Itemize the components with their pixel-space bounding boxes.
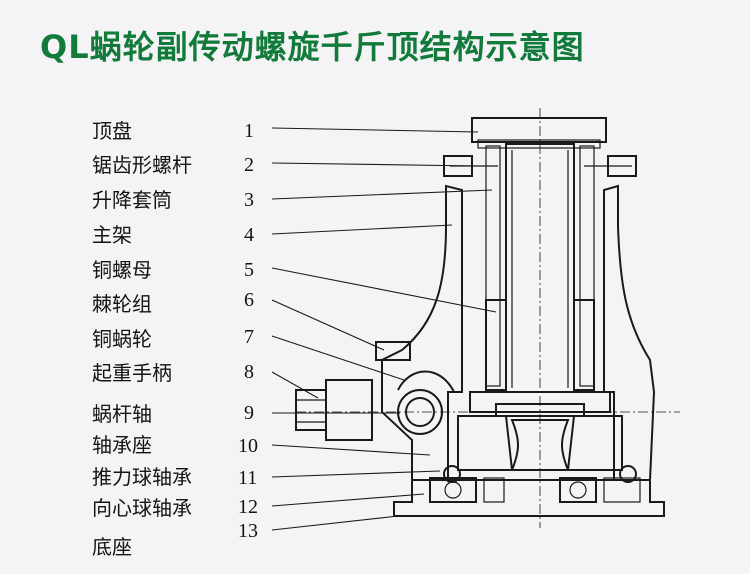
part-label-11: 推力球轴承 (92, 465, 192, 489)
leader-line-11 (271, 470, 441, 478)
base-plate (393, 479, 665, 517)
page-title: QL蜗轮副传动螺旋千斤顶结构示意图 (40, 28, 585, 66)
leader-line-2 (271, 162, 479, 167)
part-number-9: 9 (244, 402, 254, 424)
part-label-10: 轴承座 (92, 433, 152, 457)
copper-nut-left (485, 299, 507, 391)
part-number-8: 8 (244, 361, 254, 383)
radial-bearing-spacer-left (483, 477, 505, 503)
part-number-13: 13 (238, 520, 258, 542)
worm-housing-arc (397, 370, 455, 393)
lifting-handle (295, 389, 327, 431)
thrust-ball-right (619, 465, 637, 483)
leader-line-4 (271, 224, 453, 235)
leader-line-10 (271, 444, 431, 456)
worm-wheel-hub (495, 403, 585, 417)
leader-line-12 (271, 493, 425, 507)
leader-line-3 (271, 189, 493, 200)
part-label-1: 顶盘 (92, 119, 132, 143)
part-label-7: 铜蜗轮 (92, 327, 152, 351)
leader-line-13 (271, 515, 399, 531)
part-number-2: 2 (244, 154, 254, 176)
part-number-1: 1 (244, 120, 254, 142)
part-number-12: 12 (238, 496, 258, 518)
jack-drawing (295, 108, 680, 528)
part-number-6: 6 (244, 289, 254, 311)
part-number-3: 3 (244, 189, 254, 211)
center-spindle (510, 419, 570, 471)
ratchet-group (375, 341, 411, 361)
part-label-8: 起重手柄 (92, 361, 172, 385)
leader-line-1 (271, 127, 479, 133)
main-frame-right (603, 184, 656, 481)
radial-bearing-left (429, 477, 477, 503)
part-label-4: 主架 (92, 223, 132, 247)
copper-worm-wheel (469, 391, 611, 413)
part-label-3: 升降套筒 (92, 188, 172, 212)
radial-ball-right (569, 481, 587, 499)
part-label-13: 底座 (92, 535, 132, 559)
part-number-11: 11 (238, 467, 257, 489)
worm-shaft-outer (397, 389, 443, 435)
top-plate-flange (477, 139, 601, 149)
part-label-2: 锯齿形螺杆 (92, 153, 192, 177)
part-number-7: 7 (244, 326, 254, 348)
part-label-5: 铜螺母 (92, 258, 152, 282)
radial-bearing-right (559, 477, 597, 503)
part-label-12: 向心球轴承 (92, 496, 192, 520)
part-number-10: 10 (238, 435, 258, 457)
bearing-seat-left (457, 415, 514, 471)
part-number-5: 5 (244, 259, 254, 281)
leader-line-5 (271, 267, 497, 313)
copper-nut-right (573, 299, 595, 391)
main-frame-left (381, 184, 463, 481)
worm-shaft-inner (405, 397, 435, 427)
lifting-sleeve-left (485, 145, 501, 387)
part-labels: 顶盘 锯齿形螺杆 升降套筒 主架 铜螺母 棘轮组 铜蜗轮 起重手柄 蜗杆轴 轴承… (92, 119, 192, 559)
part-label-9: 蜗杆轴 (92, 402, 152, 426)
leader-line-6 (271, 299, 385, 351)
part-label-6: 棘轮组 (92, 292, 152, 316)
top-plate (471, 117, 607, 143)
lifting-sleeve-right (579, 145, 595, 387)
radial-bearing-spacer-right (603, 477, 641, 503)
lifting-handle-socket (325, 379, 373, 441)
radial-ball-left (444, 481, 462, 499)
part-number-4: 4 (244, 224, 254, 246)
leader-line-8 (271, 371, 319, 399)
part-numbers: 1 2 3 4 5 6 7 8 9 10 11 12 13 (238, 120, 258, 542)
